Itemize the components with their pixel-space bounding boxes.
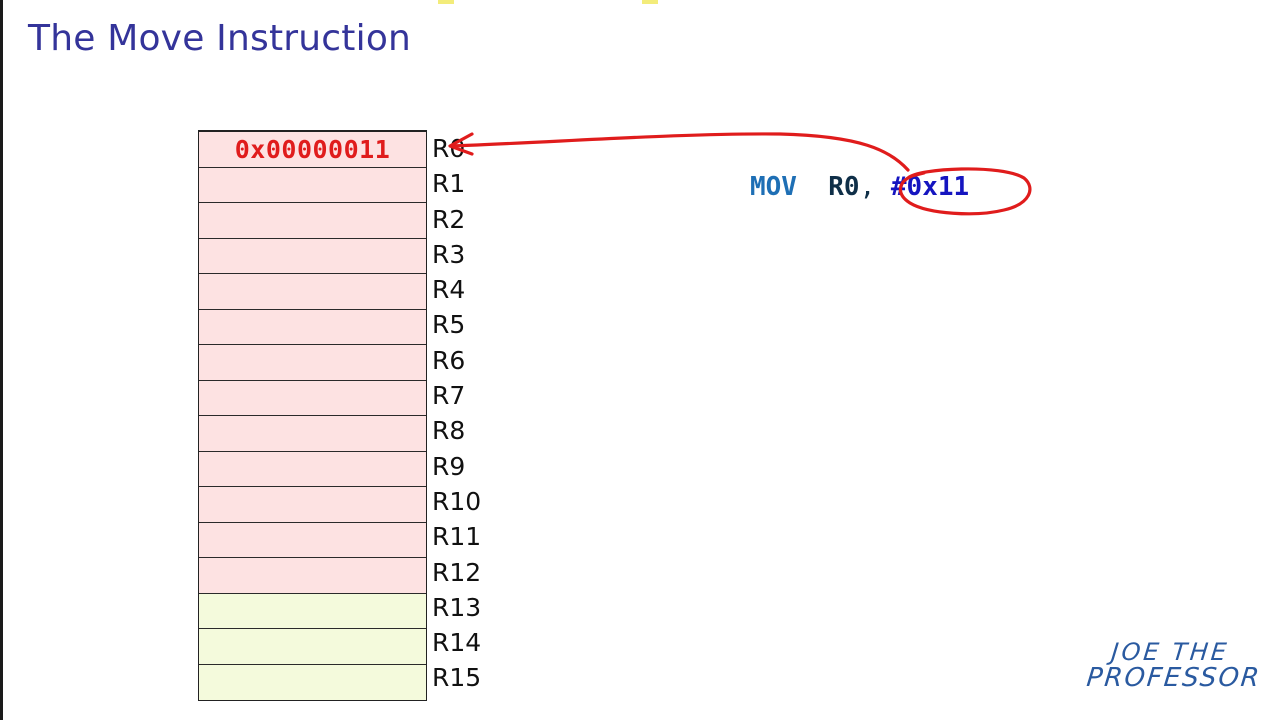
register-label-r4: R4: [432, 275, 466, 305]
register-label-r6: R6: [432, 345, 466, 375]
register-label-r9: R9: [432, 451, 466, 481]
register-value: 0x00000011: [234, 134, 391, 164]
top-highlight-marks: [0, 0, 1280, 6]
register-cell-r15: [199, 664, 426, 700]
register-label-r5: R5: [432, 310, 466, 340]
register-cell-r1: [199, 167, 426, 203]
signature-line-2: Professor: [1085, 663, 1263, 694]
register-cell-r10: [199, 487, 426, 523]
register-cell-r12: [199, 558, 426, 594]
register-cell-r4: [199, 274, 426, 310]
register-label-r3: R3: [432, 239, 466, 269]
register-label-r14: R14: [432, 628, 482, 658]
register-label-r2: R2: [432, 204, 466, 234]
window-left-edge: [0, 0, 3, 720]
register-cell-r14: [199, 629, 426, 665]
move-arrow-annotation: [450, 132, 910, 172]
register-cell-r9: [199, 451, 426, 487]
instruction-immediate: #0x11: [890, 172, 970, 202]
instruction-separator: ,: [859, 172, 876, 202]
register-label-r10: R10: [432, 486, 482, 516]
register-label-r15: R15: [432, 663, 482, 693]
register-label-r13: R13: [432, 592, 482, 622]
register-cell-r13: [199, 593, 426, 629]
signature-line-1: Joe the: [1110, 638, 1231, 666]
register-label-r8: R8: [432, 416, 466, 446]
register-label-r1: R1: [432, 169, 466, 199]
instruction-opcode: MOV: [750, 172, 797, 202]
register-file: 0x00000011: [198, 130, 427, 701]
register-cell-r5: [199, 309, 426, 345]
register-cell-r11: [199, 522, 426, 558]
register-label-r11: R11: [432, 522, 482, 552]
slide-title: The Move Instruction: [28, 18, 412, 59]
register-cell-r3: [199, 238, 426, 274]
register-cell-r2: [199, 203, 426, 239]
signature-logo: Joe the Professor: [1085, 638, 1265, 694]
register-cell-r8: [199, 416, 426, 452]
instruction-destination: R0: [828, 172, 860, 202]
register-label-r0: R0: [432, 134, 466, 163]
register-cell-r0: 0x00000011: [199, 132, 426, 168]
register-cell-r6: [199, 345, 426, 381]
mov-instruction: MOV R0, #0x11: [750, 172, 969, 202]
register-label-r7: R7: [432, 381, 466, 411]
register-label-r12: R12: [432, 557, 482, 587]
register-cell-r7: [199, 380, 426, 416]
